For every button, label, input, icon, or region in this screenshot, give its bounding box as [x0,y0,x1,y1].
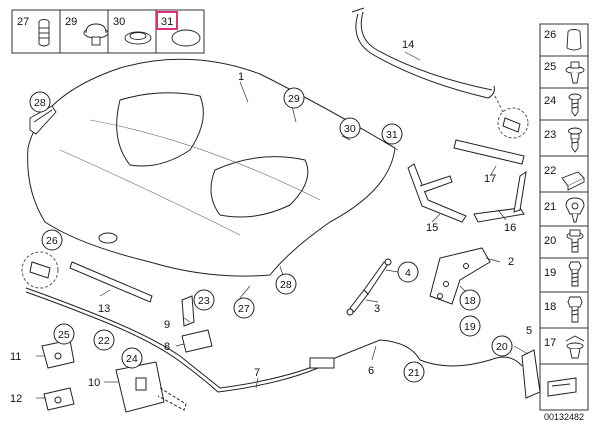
callout-26: 26 [41,229,63,251]
gas-strut-icon [346,258,392,316]
strip-label-30: 30 [113,16,125,28]
callout-30: 30 [339,117,361,139]
plain-labels: 1 14 17 15 16 2 3 13 9 8 5 11 6 7 10 12 [10,39,532,405]
callout-22: 22 [93,329,115,351]
catalog-number: 00132482 [544,412,584,422]
svg-text:18: 18 [464,295,476,307]
side-label-20: 20 [544,235,556,247]
side-label-19: 19 [544,267,556,279]
hood-prop-rod-icon [21,251,153,303]
hex-bolt-icon [567,296,583,323]
label-3: 3 [374,303,380,315]
label-6: 6 [368,365,374,377]
svg-text:24: 24 [126,353,138,365]
svg-text:21: 21 [408,367,420,379]
side-label-22: 22 [544,165,556,177]
hood-hinge-icon [429,247,491,305]
callout-24: 24 [121,347,143,369]
strip-label-31: 31 [161,16,173,28]
label-8: 8 [164,341,170,353]
callout-21: 21 [403,361,425,383]
grommet-icon [38,19,50,47]
hood-panel [27,58,396,277]
svg-text:27: 27 [238,303,250,315]
rubber-buffer-icon [566,29,582,51]
label-11: 11 [10,351,21,363]
svg-text:4: 4 [405,267,411,279]
svg-text:31: 31 [386,129,398,141]
clip-nut-icon [561,171,585,191]
side-label-18: 18 [544,301,556,313]
cable-clip-icon [565,197,585,223]
round-sticker-icon [171,29,201,47]
hood-seal-icon [351,7,495,99]
side-label-21: 21 [544,201,556,213]
spreader-rivet-icon [565,335,585,359]
hinge-bracket-left-icon [407,163,467,223]
hood-lock-icon [115,361,187,413]
svg-text:25: 25 [58,329,70,341]
label-2: 2 [508,256,514,268]
callout-31: 31 [381,123,403,145]
svg-text:28: 28 [34,97,46,109]
svg-text:20: 20 [496,341,508,353]
label-16: 16 [504,222,516,234]
label-17: 17 [484,173,496,185]
callout-18: 18 [459,289,481,311]
svg-text:23: 23 [198,295,210,307]
callout-4: 4 [397,261,419,283]
svg-text:28: 28 [280,279,292,291]
svg-text:19: 19 [464,321,476,333]
label-9: 9 [164,319,170,331]
release-handle-icon [521,349,577,399]
svg-text:29: 29 [288,93,300,105]
mushroom-plug-icon [83,23,109,46]
svg-text:22: 22 [98,335,110,347]
support-rod-icon [453,95,529,165]
strip-label-29: 29 [65,16,77,28]
callout-28b: 28 [275,273,297,295]
label-12: 12 [10,393,22,405]
side-label-23: 23 [544,129,556,141]
label-7: 7 [254,367,260,379]
callout-23: 23 [193,289,215,311]
expanding-rivet-icon [565,61,585,84]
svg-text:26: 26 [46,235,58,247]
hood-emblem [98,232,118,244]
callout-19: 19 [459,315,481,337]
highlight-box-31 [156,11,178,30]
callout-20: 20 [491,335,513,357]
callout-29: 29 [283,87,305,109]
circled-callouts: 28 29 30 31 26 4 18 19 28 27 23 25 22 24… [29,87,513,383]
svg-text:30: 30 [344,123,356,135]
label-5: 5 [526,325,532,337]
strip-label-27: 27 [17,16,29,28]
label-14: 14 [402,39,414,51]
hinge-bracket-right-icon [473,170,527,223]
callout-27: 27 [233,297,255,319]
side-label-26: 26 [544,29,556,41]
flat-plug-icon [124,31,152,45]
side-label-17: 17 [544,337,556,349]
top-parts-strip: 27 29 30 31 [11,9,205,54]
side-parts-column: 26 25 24 23 22 21 20 19 18 17 [539,23,589,411]
side-label-25: 25 [544,61,556,73]
label-13: 13 [98,303,110,315]
screw-icon [568,127,582,153]
hex-bolt-icon [568,261,582,287]
label-15: 15 [426,222,438,234]
label-1: 1 [238,71,244,83]
bowden-cable-icon [25,287,523,393]
label-10: 10 [88,377,100,389]
callout-28: 28 [29,91,51,113]
screw-icon [568,93,582,117]
side-label-24: 24 [544,95,556,107]
latch-bracket-icon [41,339,75,411]
hex-bolt-icon [566,229,584,253]
callout-25: 25 [53,323,75,345]
